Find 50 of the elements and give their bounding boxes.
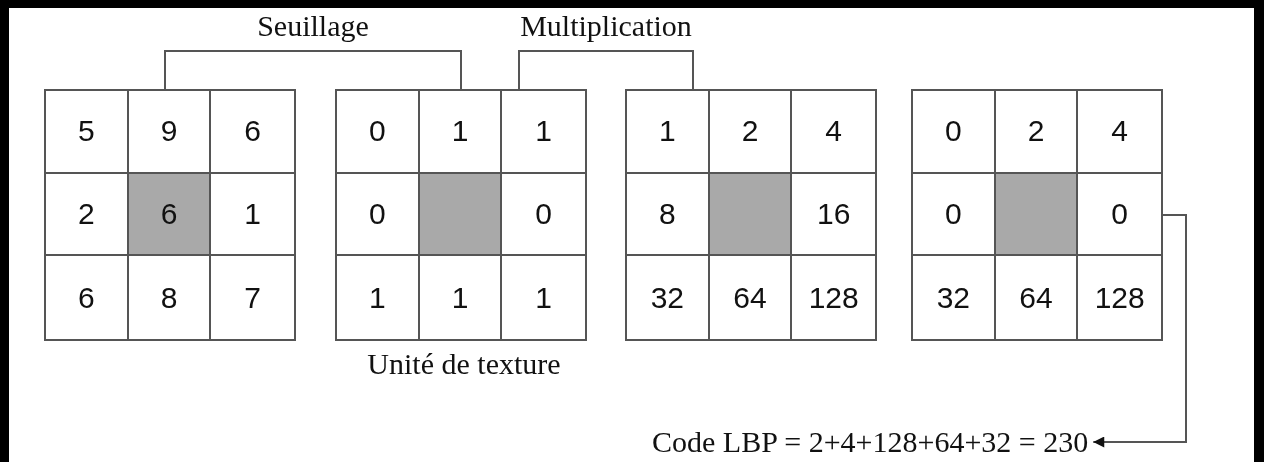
- cell-value: 2: [741, 114, 759, 149]
- cell-value: 128: [808, 280, 859, 315]
- shaded-cell: [995, 173, 1079, 257]
- matrix-cell: [46, 91, 129, 174]
- matrix-grid: [335, 89, 587, 341]
- bracket-connector: [164, 50, 462, 90]
- cell-value: 0: [945, 197, 962, 231]
- cell-value: 9: [160, 114, 178, 149]
- cell-value: 1: [451, 280, 469, 315]
- bracket-connector: [518, 50, 694, 90]
- cell-value: 7: [244, 280, 261, 315]
- cell-value: 1: [535, 280, 552, 315]
- cell-value: 8: [160, 280, 178, 315]
- cell-value: 1: [244, 197, 261, 231]
- cell-value: 16: [816, 197, 851, 231]
- cell-value: 64: [1019, 280, 1053, 315]
- cell-value: 1: [659, 114, 676, 149]
- cell-value: 32: [936, 280, 970, 315]
- shaded-cell: [709, 173, 793, 257]
- cell-value: 128: [1094, 280, 1145, 315]
- matrix-cell: [913, 91, 996, 174]
- matrix-cell: [337, 91, 420, 174]
- cell-value: 1: [535, 114, 552, 149]
- cell-value: 6: [160, 197, 178, 231]
- arrow: [1092, 214, 1187, 448]
- cell-value: 64: [733, 280, 767, 315]
- cell-value: 6: [78, 280, 95, 315]
- cell-value: 5: [78, 114, 95, 149]
- cell-value: 2: [1027, 114, 1045, 149]
- shaded-cell: [419, 173, 503, 257]
- matrix-grid: [44, 89, 296, 341]
- matrix-cell: [627, 91, 710, 174]
- cell-value: 1: [451, 114, 469, 149]
- cell-value: 0: [1111, 197, 1128, 231]
- cell-value: 2: [78, 197, 95, 231]
- cell-value: 0: [535, 197, 552, 231]
- cell-value: 4: [1111, 114, 1128, 149]
- cell-value: 1: [369, 280, 386, 315]
- matrix-grid: [911, 89, 1163, 341]
- cell-value: 6: [244, 114, 261, 149]
- cell-value: 0: [945, 114, 962, 149]
- caption-text: Unité de texture: [367, 347, 561, 381]
- formula-text: Code LBP = 2+4+128+64+32 = 230: [652, 425, 1089, 459]
- cell-value: 0: [369, 114, 386, 149]
- cell-value: 4: [825, 114, 842, 149]
- matrix-grid: [625, 89, 877, 341]
- cell-value: 8: [659, 197, 676, 231]
- shaded-cell: [128, 173, 212, 257]
- cell-value: 0: [369, 197, 386, 231]
- cell-value: 32: [650, 280, 684, 315]
